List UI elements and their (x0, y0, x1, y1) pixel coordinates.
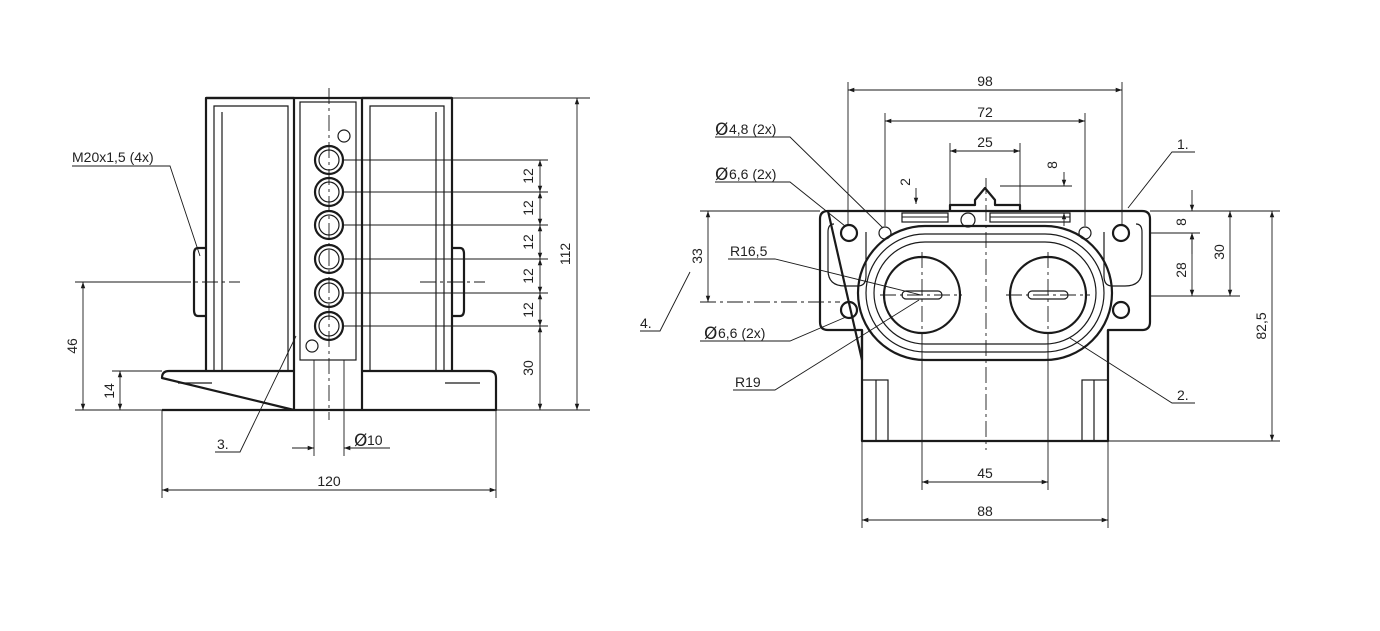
pitch-label-4: 12 (520, 268, 536, 284)
cable-gland-right (452, 246, 466, 318)
dim-label-82-5: 82,5 (1253, 312, 1269, 339)
center-tab (948, 186, 1022, 211)
screw-top (337, 129, 351, 143)
dim-label-72: 72 (977, 104, 993, 120)
thread-callout: M20x1,5 (4x) (72, 149, 154, 165)
hole-48-label: 4,8 (2x) (729, 121, 776, 137)
hole-48-top-left (839, 223, 859, 243)
dim-label-33: 33 (689, 248, 705, 264)
dim-label-8-top: 8 (1044, 161, 1060, 169)
pitch-label-2: 12 (520, 200, 536, 216)
width-label-120: 120 (317, 473, 341, 489)
radius-label-16: R16,5 (730, 243, 768, 259)
hole-dia-label: 10 (367, 432, 383, 448)
hole-66b-label: 6,6 (2x) (718, 325, 765, 341)
dim-label-98: 98 (977, 73, 993, 89)
item-ref-2: 2. (1177, 387, 1189, 403)
radius-label-19: R19 (735, 374, 761, 390)
hole-66b-dia-symbol: Ø (704, 324, 717, 344)
hole-66a-dia-symbol: Ø (715, 165, 728, 185)
screw-bottom (305, 339, 319, 353)
hole-48-top-right (1111, 223, 1131, 243)
pitch-label-1: 12 (520, 168, 536, 184)
cable-gland-left (192, 246, 206, 318)
base-flange (160, 369, 498, 412)
item-ref-4: 4. (640, 315, 652, 331)
pitch-label-3: 12 (520, 234, 536, 250)
dim-label-30: 30 (1211, 244, 1227, 260)
height-label-112: 112 (557, 243, 573, 266)
diameter-symbol: Ø (354, 431, 367, 451)
dim-label-45: 45 (977, 465, 993, 481)
dim-label-8-right: 8 (1173, 218, 1189, 226)
dim-label-2: 2 (897, 178, 913, 186)
dim-label-28: 28 (1173, 262, 1189, 278)
hole-48-dia-symbol: Ø (715, 120, 728, 140)
dim-label-88: 88 (977, 503, 993, 519)
side-view: 98 72 25 8 2 Ø 4,8 (2x) Ø 6,6 (2x) Ø 6,6… (640, 73, 1280, 528)
center-screw (960, 212, 976, 228)
hole-66-bottom-right (1111, 300, 1131, 320)
mounting-flange (818, 209, 1152, 362)
item-ref-3: 3. (217, 436, 229, 452)
item-ref-1: 1. (1177, 136, 1189, 152)
height-label-46: 46 (64, 338, 80, 354)
gasket-outer (856, 224, 1114, 362)
center-plate (299, 101, 357, 361)
hole-66-bottom-left (839, 300, 859, 320)
hole-66a-label: 6,6 (2x) (729, 166, 776, 182)
offset-label-30: 30 (520, 360, 536, 376)
right-housing (360, 96, 454, 371)
left-housing (204, 96, 296, 371)
height-label-14: 14 (101, 383, 117, 399)
dim-label-25: 25 (977, 134, 993, 150)
pitch-label-5: 12 (520, 302, 536, 318)
front-view: M20x1,5 (4x) 3. 12 12 12 12 12 30 112 46… (64, 88, 590, 498)
